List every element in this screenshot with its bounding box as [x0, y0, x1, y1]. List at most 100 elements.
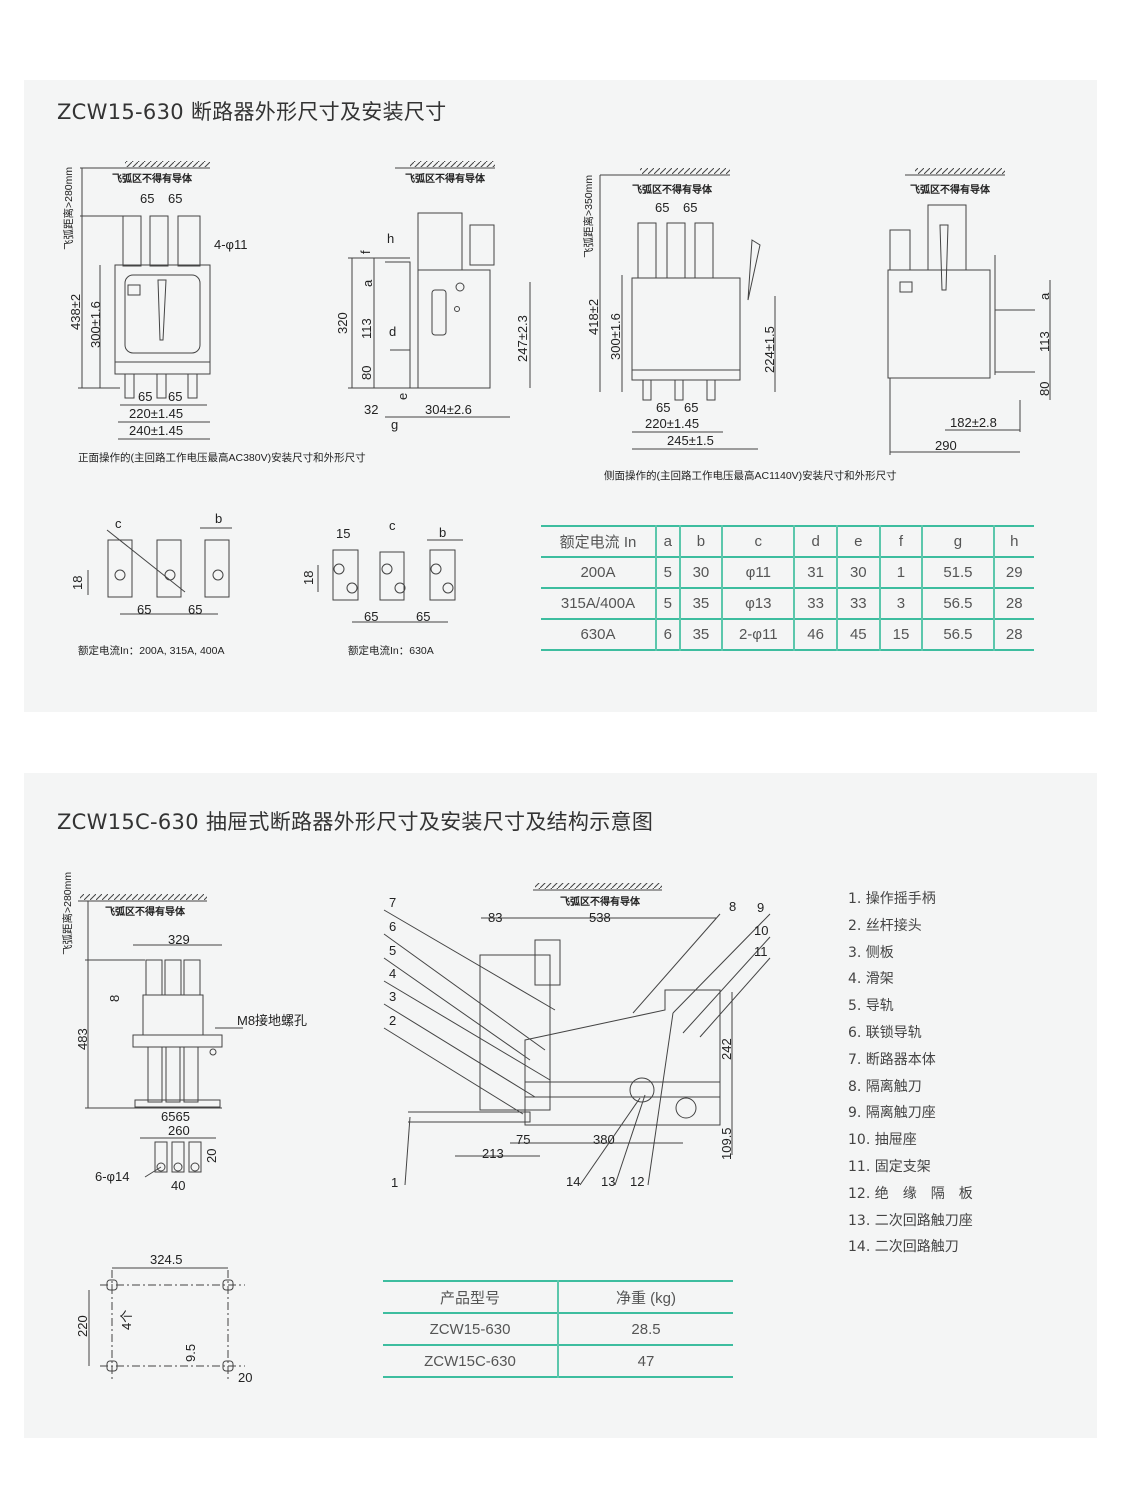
dimension-label: 240±1.45: [129, 423, 183, 438]
dimension-label: 14: [566, 1174, 580, 1189]
dimension-label: 113: [359, 318, 374, 339]
table-cell: 45: [835, 619, 880, 650]
section2-title: ZCW15C-630 抽屉式断路器外形尺寸及安装尺寸及结构示意图: [57, 810, 654, 834]
table-cell: 净重 (kg): [557, 1281, 733, 1313]
dimension-label: 220±1.45: [645, 416, 699, 431]
dimension-label: 220: [75, 1315, 90, 1337]
table-cell: 30: [678, 557, 723, 588]
dimension-label: 300±1.6: [608, 313, 623, 360]
dimension-label: 483: [75, 1028, 90, 1050]
dimension-label: 飞弧距离>350mm: [582, 175, 595, 258]
dimension-label: c: [389, 518, 396, 533]
dimension-label: 65: [168, 191, 182, 206]
table-cell: g: [921, 526, 994, 557]
dimension-label: 224±1.5: [762, 326, 777, 373]
dimension-label: 飞弧距离>280mm: [61, 872, 74, 955]
terminal-small-caption: 额定电流In：200A, 315A, 400A: [78, 644, 225, 657]
dimension-label: 213: [482, 1146, 504, 1161]
dimension-label: 11: [754, 944, 768, 959]
dimension-label: 65: [655, 200, 669, 215]
dimension-label: 220±1.45: [129, 406, 183, 421]
table-cell: 6: [655, 619, 680, 650]
terminal-small-diagram: c b 18 65 65 额定电流In：200A, 315A, 400A: [70, 511, 232, 657]
table-cell: φ11: [721, 557, 795, 588]
table-cell: 630A: [580, 626, 616, 643]
mounting-hole-diagram: 324.5 220 4个 9.5 20: [75, 1252, 252, 1385]
table-cell: b: [678, 526, 723, 557]
table-cell: f: [878, 526, 923, 557]
dimension-label: 65: [684, 400, 698, 415]
dimension-label: b: [439, 525, 446, 540]
table-cell: 33: [835, 588, 880, 619]
dimension-label: 飞弧区不得有导体: [910, 183, 991, 196]
list-item: 1. 操作摇手柄: [848, 891, 936, 907]
side-op-side-view: 飞弧区不得有导体 a 113 80 182±2.8 290 侧面操作的(主回路工…: [604, 168, 1052, 482]
dimension-label: 6: [389, 919, 396, 934]
table-cell: 35: [678, 588, 723, 619]
dimension-label: 1: [391, 1175, 398, 1190]
table-cell: 5: [655, 588, 680, 619]
dimension-label: 4个: [119, 1310, 134, 1330]
table-cell: 200A: [580, 564, 616, 581]
dimension-label: 304±2.6: [425, 402, 472, 417]
dimension-label: 32: [364, 402, 378, 417]
dimension-label: 65: [656, 400, 670, 415]
table-cell: 31: [793, 557, 837, 588]
list-item: 9. 隔离触刀座: [848, 1105, 936, 1122]
list-item: 12. 绝 缘 隔 板: [848, 1185, 973, 1202]
dimension-label: 65: [416, 609, 430, 624]
dimension-label: 290: [935, 438, 957, 453]
terminal-large-caption: 额定电流In：630A: [348, 644, 434, 657]
dimension-label: 13: [601, 1174, 615, 1189]
dimension-label: 9: [757, 900, 764, 915]
section1-title: ZCW15-630 断路器外形尺寸及安装尺寸: [57, 100, 447, 124]
list-item: 8. 隔离触刀: [848, 1078, 922, 1095]
ground-hole-label: M8接地螺孔: [237, 1013, 307, 1028]
list-item: 11. 固定支架: [848, 1158, 931, 1175]
table-cell: φ13: [721, 588, 795, 619]
parts-list: 1. 操作摇手柄 2. 丝杆接头 3. 侧板 4. 滑架 5. 导轨 6. 联锁…: [848, 886, 973, 1261]
dimension-label: 飞弧区不得有导体: [405, 172, 486, 185]
table-cell: 28: [992, 619, 1034, 650]
dimension-label: 8: [107, 995, 122, 1002]
table-cell: ZCW15-630: [429, 1320, 511, 1338]
dimension-label: 329: [168, 932, 190, 947]
dimension-label: 10: [754, 923, 768, 938]
list-item: 2. 丝杆接头: [848, 917, 922, 934]
dimension-label: 65: [168, 389, 182, 404]
list-item: 13. 二次回路触刀座: [848, 1212, 973, 1229]
dimension-label: 83: [488, 910, 502, 925]
dimension-label: 20: [238, 1370, 252, 1385]
dimension-label: 113: [1037, 331, 1052, 352]
dimension-label: 65: [137, 602, 151, 617]
table-cell: 56.5: [921, 619, 994, 650]
dimension-label: 65: [683, 200, 697, 215]
table-cell: 315A/400A: [560, 595, 636, 612]
dimension-label: 飞弧区不得有导体: [560, 895, 641, 908]
structure-diagram: 飞弧区不得有导体 7 6 5 4 3 2 1 8 9 10 11: [383, 883, 771, 1190]
dimension-label: 75: [516, 1132, 530, 1147]
dimension-label: e: [395, 393, 410, 400]
dimension-label: 飞弧区不得有导体: [105, 905, 186, 918]
table-cell: 3: [878, 588, 923, 619]
dimension-label: 320: [335, 312, 350, 334]
list-item: 4. 滑架: [848, 971, 894, 988]
table-cell: e: [835, 526, 880, 557]
table-cell: 56.5: [921, 588, 994, 619]
dimension-label: 3: [389, 989, 396, 1004]
dimension-label: d: [389, 324, 396, 339]
dimension-label: 300±1.6: [88, 301, 103, 348]
dimension-label: 6-φ14: [95, 1169, 129, 1184]
table-cell: 35: [678, 619, 723, 650]
dimension-label: f: [358, 250, 373, 254]
side-op-caption: 侧面操作的(主回路工作电压最高AC1140V)安装尺寸和外形尺寸: [604, 469, 897, 482]
dimension-label: 40: [171, 1178, 185, 1193]
list-item: 6. 联锁导轨: [848, 1024, 922, 1041]
table-cell: h: [992, 526, 1034, 557]
